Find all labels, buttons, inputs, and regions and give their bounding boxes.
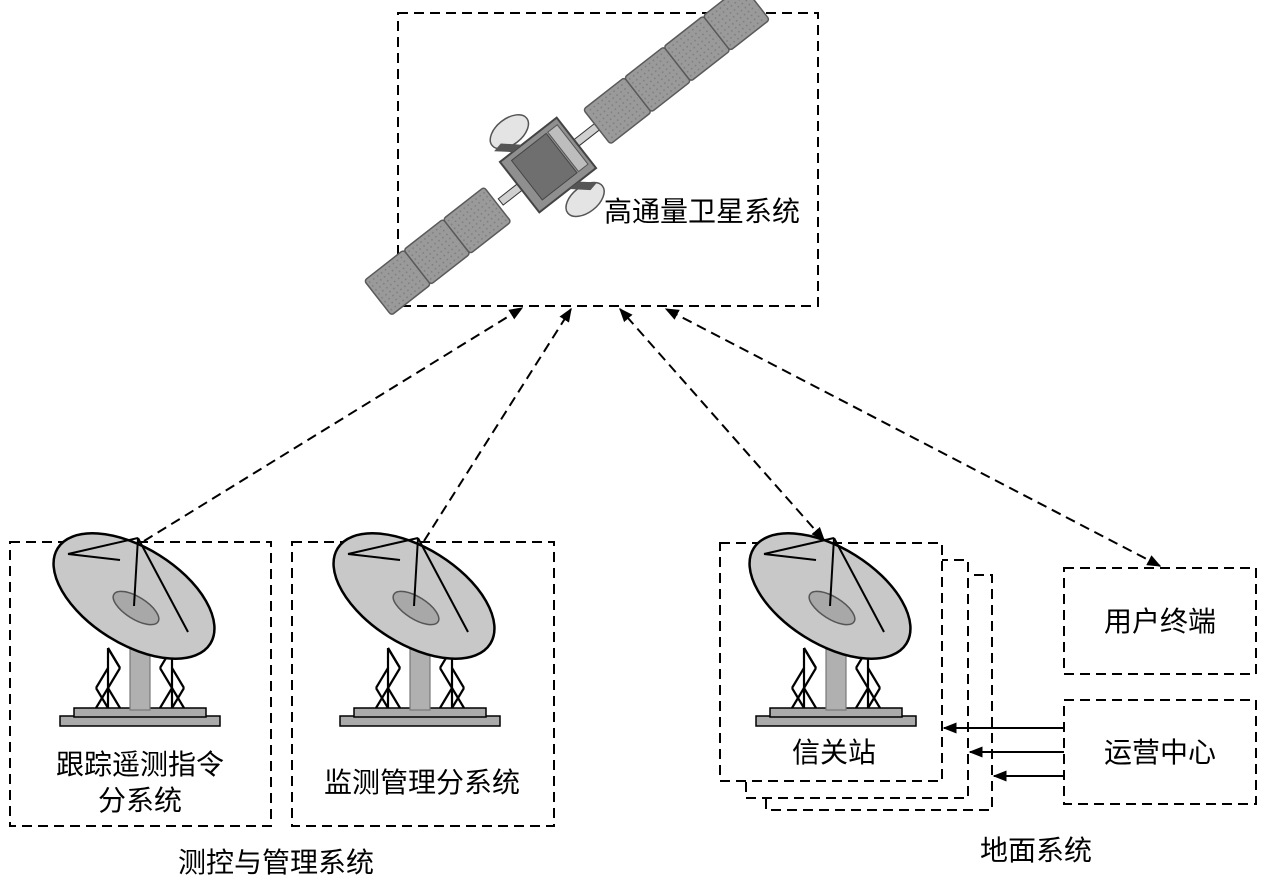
satellite-icon xyxy=(364,0,770,315)
satellite-box xyxy=(397,12,819,307)
terminal-label: 用户终端 xyxy=(1104,605,1216,638)
ttc-dish-icon xyxy=(30,506,238,728)
ground-group-label: 地面系统 xyxy=(980,834,1092,867)
terminal-box xyxy=(1063,567,1257,675)
monitor-dish-icon xyxy=(310,506,518,728)
gateway-link-arrow xyxy=(619,307,825,542)
ttc-label-line1: 跟踪遥测指令 xyxy=(56,748,224,781)
ttc-link-arrow xyxy=(143,307,524,542)
monitor-link-arrow xyxy=(423,307,572,542)
control-group-label: 测控与管理系统 xyxy=(178,846,374,879)
operations-label: 运营中心 xyxy=(1104,736,1216,769)
monitor-box xyxy=(291,541,555,827)
ttc-label-line2: 分系统 xyxy=(98,784,182,817)
monitor-label: 监测管理分系统 xyxy=(324,766,520,799)
gateway-label: 信关站 xyxy=(792,736,876,769)
operations-box xyxy=(1063,699,1257,805)
terminal-link-arrow xyxy=(664,308,1162,567)
satellite-label: 高通量卫星系统 xyxy=(604,195,800,228)
